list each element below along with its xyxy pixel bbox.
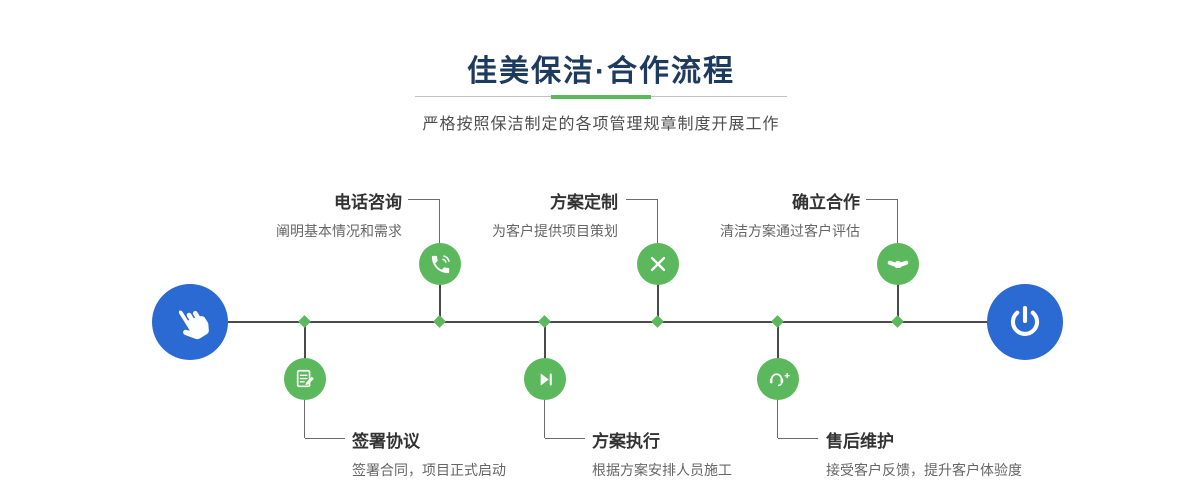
step-title: 方案定制 — [550, 193, 618, 212]
step-phone-consult: 电话咨询 阐明基本情况和需求 — [102, 188, 402, 241]
label-connector — [778, 438, 818, 439]
step-title: 方案执行 — [592, 432, 660, 451]
pointing-hand-icon — [170, 302, 210, 342]
step-plan-execute: 方案执行 根据方案安排人员施工 — [592, 427, 892, 480]
step-sign-agreement: 签署协议 签署合同，项目正式启动 — [352, 427, 652, 480]
step-desc: 签署合同，项目正式启动 — [352, 462, 506, 478]
step-title: 签署协议 — [352, 432, 420, 451]
sign-contract-icon — [294, 368, 316, 390]
step-desc: 清洁方案通过客户评估 — [720, 223, 860, 239]
step-title: 电话咨询 — [334, 193, 402, 212]
connector-stem — [657, 284, 659, 323]
step-circle-sign — [284, 358, 326, 400]
step-desc: 根据方案安排人员施工 — [592, 462, 732, 478]
step-circle-design — [637, 243, 679, 285]
milestone-diamond — [433, 315, 446, 328]
label-connector — [626, 199, 658, 200]
label-connector — [408, 199, 440, 200]
label-connector — [304, 400, 305, 438]
milestone-diamond — [771, 315, 784, 328]
connector-stem — [897, 284, 899, 323]
step-plan-customize: 方案定制 为客户提供项目策划 — [318, 188, 618, 241]
timeline-end-node — [987, 284, 1063, 360]
connector-stem — [544, 321, 546, 359]
label-connector — [657, 199, 658, 244]
label-connector — [544, 400, 545, 438]
step-title: 确立合作 — [792, 193, 860, 212]
label-connector — [305, 438, 345, 439]
design-icon — [647, 253, 669, 275]
milestone-diamond — [298, 315, 311, 328]
phone-icon — [429, 253, 452, 276]
timeline-start-node — [152, 284, 228, 360]
step-after-sale-service: 售后维护 接受客户反馈，提升客户体验度 — [826, 427, 1126, 480]
connector-stem — [304, 321, 306, 359]
page-subtitle: 严格按照保洁制定的各项管理规章制度开展工作 — [422, 116, 780, 133]
title-divider — [415, 95, 787, 99]
step-desc: 接受客户反馈，提升客户体验度 — [826, 462, 1022, 478]
step-circle-execute — [524, 358, 566, 400]
label-connector — [866, 199, 898, 200]
step-circle-service — [757, 358, 799, 400]
step-circle-handshake — [877, 243, 919, 285]
step-title: 售后维护 — [826, 432, 894, 451]
label-connector — [777, 400, 778, 438]
divider-green-accent — [551, 95, 651, 99]
play-execute-icon — [535, 369, 556, 390]
milestone-diamond — [538, 315, 551, 328]
step-desc: 阐明基本情况和需求 — [276, 223, 402, 239]
label-connector — [439, 199, 440, 244]
milestone-diamond — [891, 315, 904, 328]
power-icon — [1006, 303, 1044, 341]
label-connector — [897, 199, 898, 244]
connector-stem — [777, 321, 779, 359]
customer-service-icon — [766, 367, 790, 391]
connector-stem — [439, 284, 441, 323]
handshake-icon — [886, 252, 910, 276]
timeline-line — [190, 321, 1025, 323]
step-establish-cooperation: 确立合作 清洁方案通过客户评估 — [560, 188, 860, 241]
milestone-diamond — [651, 315, 664, 328]
page-title: 佳美保洁·合作流程 — [467, 55, 735, 88]
step-circle-phone — [419, 243, 461, 285]
label-connector — [545, 438, 585, 439]
step-desc: 为客户提供项目策划 — [492, 223, 618, 239]
